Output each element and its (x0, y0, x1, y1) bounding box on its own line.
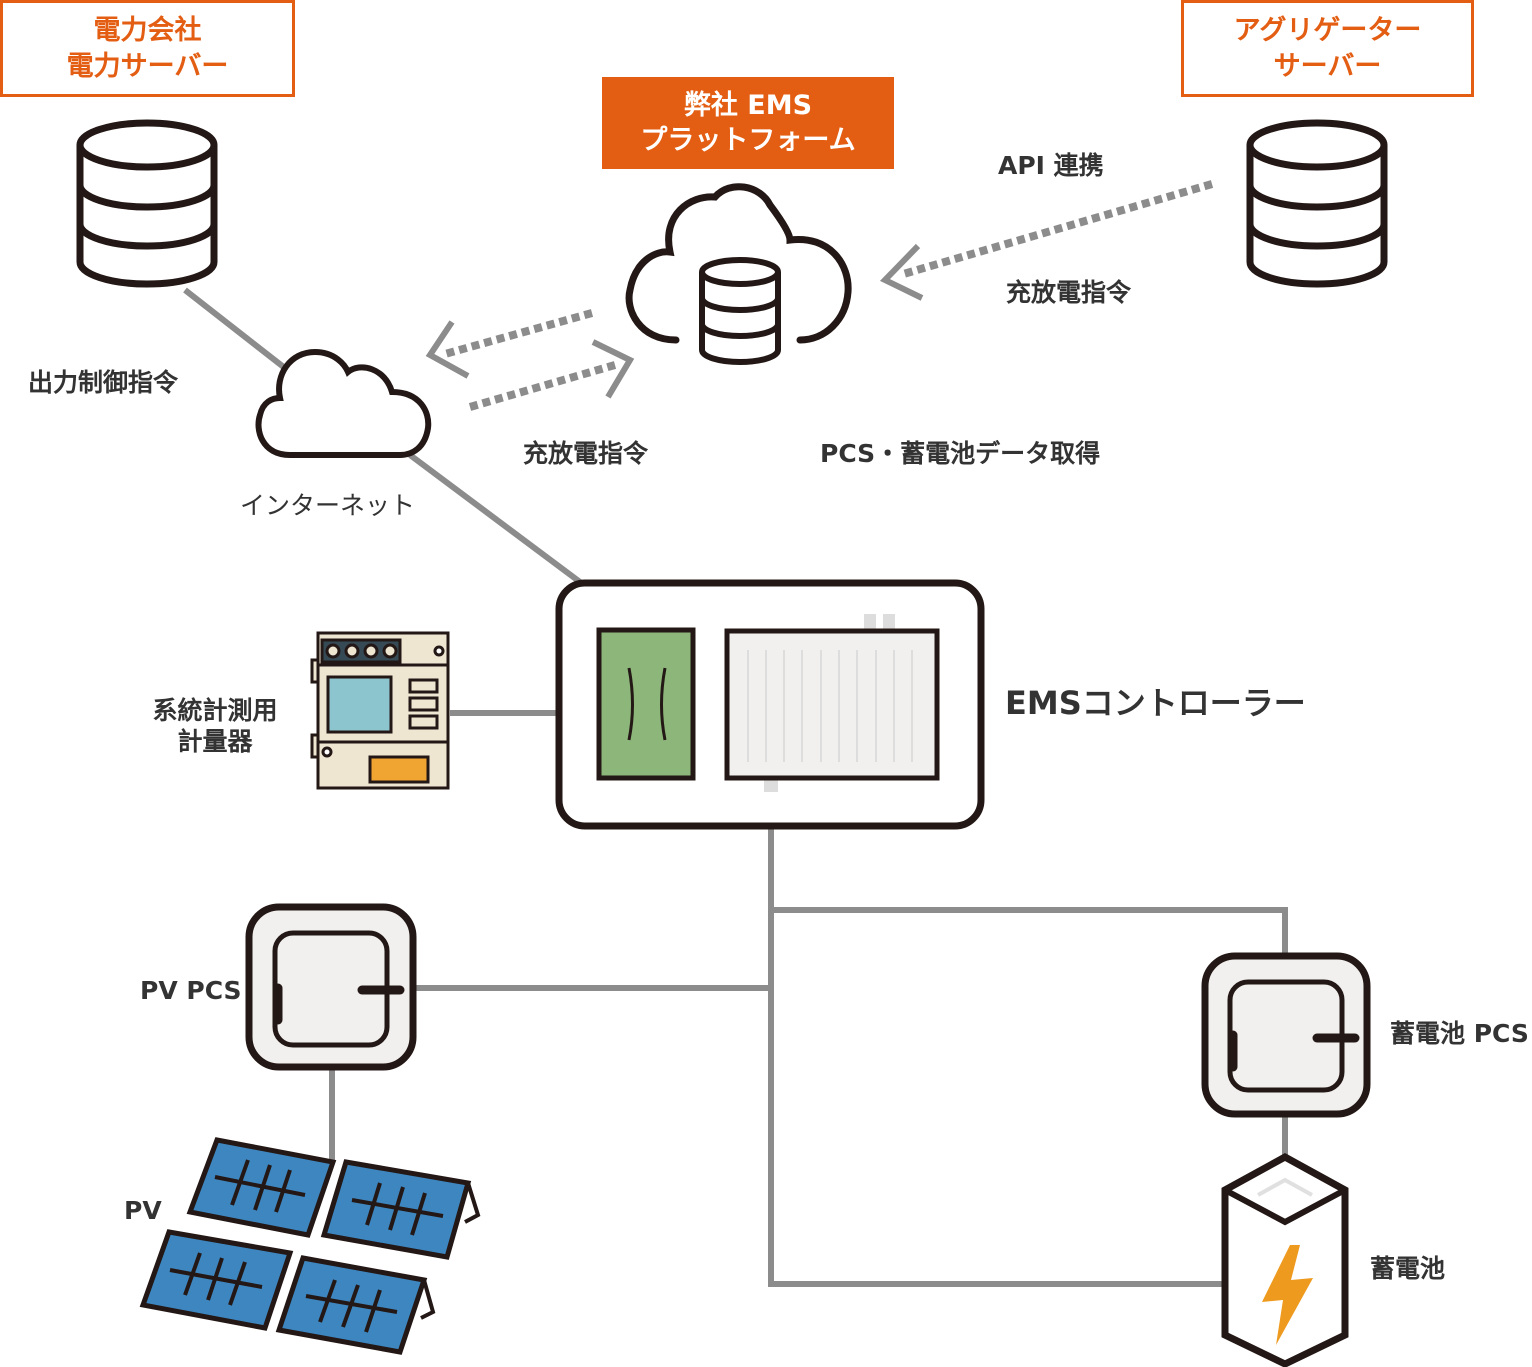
line-internet-to-controller (408, 452, 582, 585)
aggregator-server-title: アグリゲーター サーバー (1181, 0, 1474, 97)
internet-label: インターネット (240, 491, 416, 520)
database-icon (1246, 119, 1388, 288)
arrowhead-left-icon (425, 320, 470, 379)
arrow-platform-to-internet (443, 309, 594, 358)
aggregator-title-line1: アグリゲーター (1233, 15, 1422, 47)
line-trunk-to-battery-pcs (771, 907, 1288, 955)
power-company-server-title: 電力会社 電力サーバー (0, 0, 295, 97)
data-acquisition-label: PCS・蓄電池データ取得 (820, 439, 1101, 468)
api-link-label: API 連携 (998, 151, 1104, 180)
ems-platform-title: 弊社 EMS プラットフォーム (602, 77, 894, 169)
arrow-internet-to-platform (468, 361, 617, 411)
power-company-title-line2: 電力サーバー (66, 50, 229, 82)
platform-title-line2: プラットフォーム (640, 125, 856, 156)
battery-label: 蓄電池 (1370, 1254, 1446, 1283)
meter-label: 系統計測用 計量器 (140, 695, 290, 758)
aggregator-charge-command-label: 充放電指令 (1006, 278, 1132, 307)
lightning-bolt-icon (1262, 1245, 1313, 1345)
pcs-icon (1201, 952, 1371, 1118)
solar-panel-icon (139, 1137, 481, 1355)
arrow-aggregator-to-platform (898, 180, 1214, 279)
meter-label-line2: 計量器 (177, 727, 253, 757)
aggregator-title-line2: サーバー (1273, 50, 1382, 82)
meter-label-line1: 系統計測用 (152, 696, 278, 725)
pcs-icon (245, 903, 417, 1071)
ems-controller-label: EMSコントローラー (1005, 684, 1306, 722)
connection-lines (183, 287, 1288, 1287)
arrowhead-right-icon (591, 339, 635, 399)
platform-title-line1: 弊社 EMS (683, 89, 813, 121)
dotted-arrows (425, 180, 1214, 411)
pv-label: PV (124, 1196, 162, 1225)
cloud-database-icon (625, 183, 852, 365)
battery-pcs-label: 蓄電池 PCS (1390, 1019, 1529, 1048)
battery-icon (1221, 1153, 1349, 1367)
platform-charge-command-label: 充放電指令 (523, 439, 649, 468)
arrowhead-left-icon (879, 243, 924, 301)
power-company-title-line1: 電力会社 (93, 15, 202, 47)
output-control-label: 出力制御指令 (28, 368, 179, 397)
cloud-icon (255, 348, 432, 458)
line-power-server-to-internet (183, 287, 292, 375)
power-meter-icon (310, 631, 450, 790)
ems-controller-icon (555, 579, 985, 830)
database-icon (76, 119, 218, 288)
pv-pcs-label: PV PCS (140, 976, 242, 1005)
line-controller-trunk-to-battery (768, 827, 1225, 1287)
